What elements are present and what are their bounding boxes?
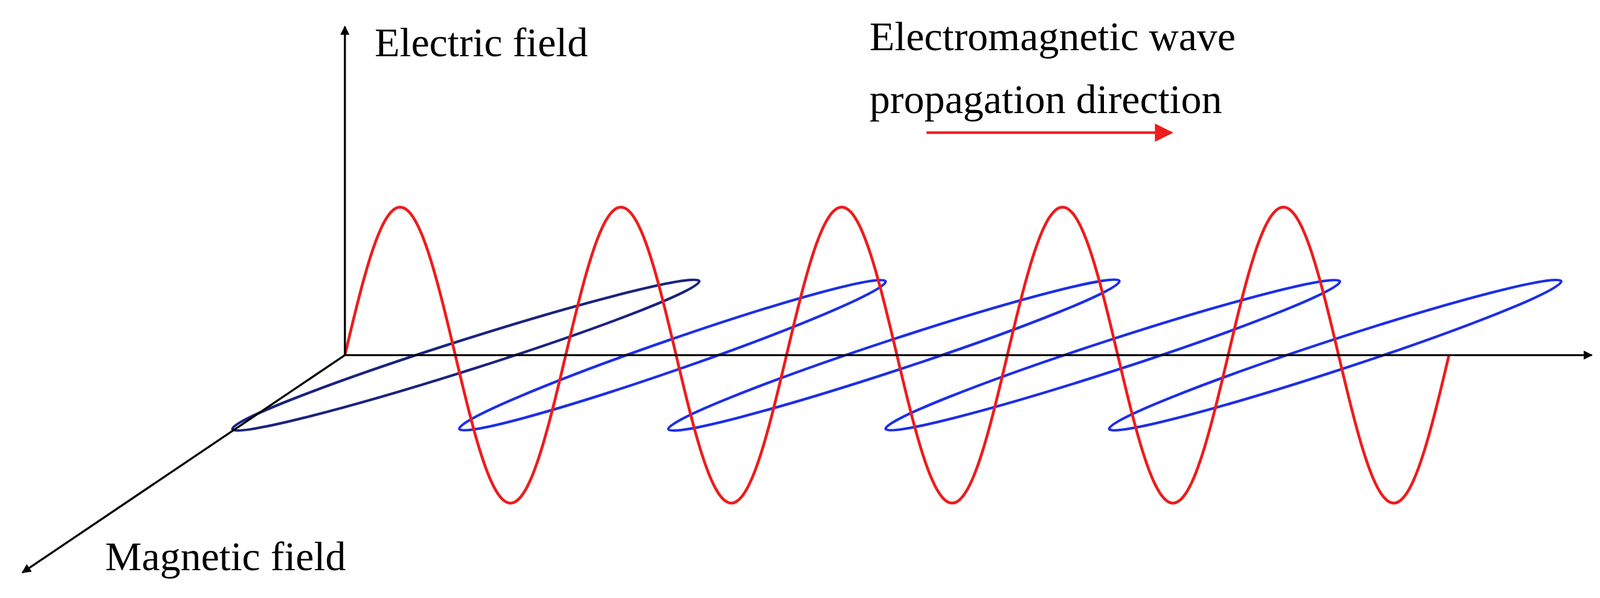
- axis-label: Magnetic field: [105, 524, 480, 588]
- wave-direction-label: Electromagnetic wave propagation directi…: [869, 4, 1353, 131]
- propagation-arrow: [926, 131, 1171, 134]
- propagation-axis: [345, 354, 1593, 356]
- axis-label: Electric field: [374, 10, 738, 74]
- electric-axis: [343, 26, 346, 355]
